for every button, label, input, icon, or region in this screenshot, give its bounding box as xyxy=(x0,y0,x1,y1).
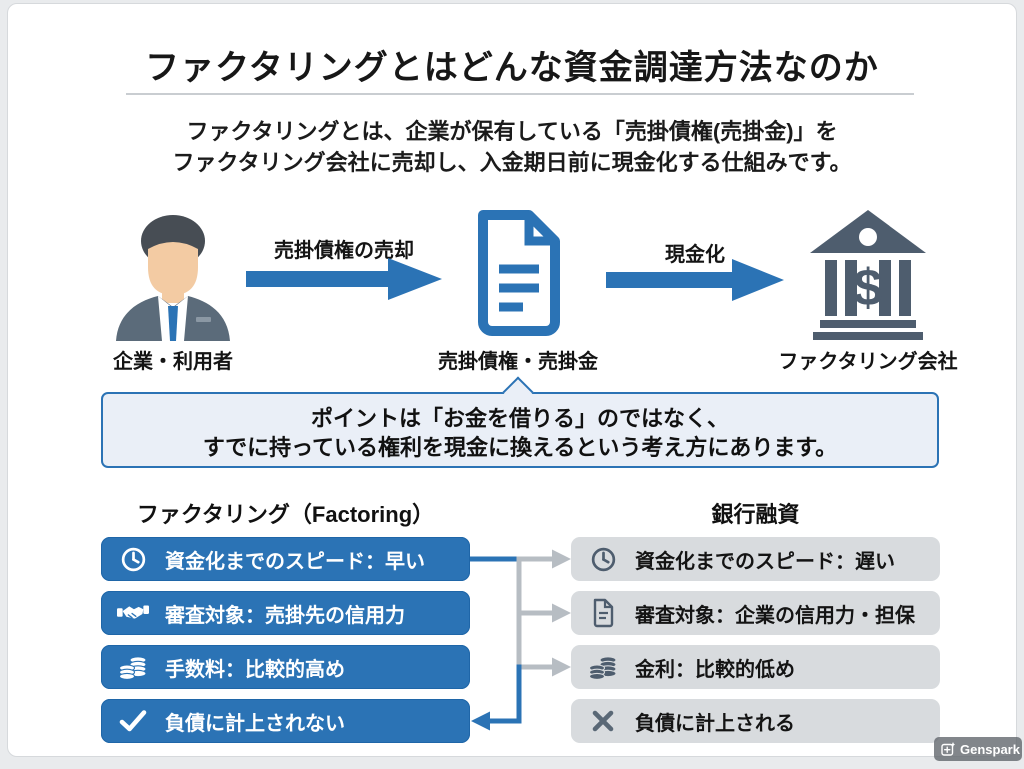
title-divider xyxy=(126,93,914,95)
svg-text:$: $ xyxy=(854,259,883,317)
actor-label: 企業・利用者 xyxy=(113,351,233,373)
callout-box: ポイントは「お金を借りる」のではなく、 すでに持っている権利を現金に換えるという… xyxy=(101,376,939,468)
bank-item-speed: 資金化までのスピード：遅い xyxy=(571,537,940,581)
factoring-item-fees: 手数料：比較的高め xyxy=(101,645,470,689)
bank-icon: $ xyxy=(808,210,928,340)
bank-item-label: 審査対象：企業の信用力・担保 xyxy=(635,604,915,627)
check-icon xyxy=(116,709,150,733)
document-label: 売掛債権・売掛金 xyxy=(438,351,598,373)
callout-line-1: ポイントは「お金を借りる」のではなく、 xyxy=(310,406,729,431)
genspark-badge[interactable]: Genspark xyxy=(934,737,1022,761)
businessman-icon xyxy=(108,201,238,341)
bank-label: ファクタリング会社 xyxy=(778,351,958,373)
bank-loan-column-header: 銀行融資 xyxy=(711,502,800,527)
factoring-column-header: ファクタリング（Factoring） xyxy=(136,502,435,527)
arrow1-label: 売掛債権の売却 xyxy=(274,240,414,262)
factoring-item-screening: 審査対象：売掛先の信用力 xyxy=(101,591,470,635)
clock-icon xyxy=(116,546,150,573)
clock-icon xyxy=(586,546,620,573)
factoring-item-label: 負債に計上されない xyxy=(165,712,345,735)
callout-line-2: すでに持っている権利を現金に換えるという考え方にあります。 xyxy=(202,435,838,460)
bank-item-label: 資金化までのスピード：遅い xyxy=(635,550,895,573)
page-subtitle: ファクタリングとは、企業が保有している「売掛債権(売掛金)」を ファクタリング会… xyxy=(8,116,1016,178)
infographic-card: ファクタリングとはどんな資金調達方法なのか ファクタリングとは、企業が保有してい… xyxy=(7,3,1022,761)
handshake-icon xyxy=(116,601,150,625)
genspark-label: Genspark xyxy=(960,741,1020,757)
subtitle-line-2: ファクタリング会社に売却し、入金期日前に現金化する仕組みです。 xyxy=(172,150,852,175)
arrow-right-icon xyxy=(246,258,442,300)
page-title: ファクタリングとはどんな資金調達方法なのか xyxy=(145,49,879,87)
genspark-icon xyxy=(941,742,955,756)
document-icon xyxy=(586,598,620,628)
arrow-right-icon xyxy=(606,259,784,301)
invoice-document-icon xyxy=(470,209,566,339)
coins-icon xyxy=(116,653,150,681)
factoring-item-liability: 負債に計上されない xyxy=(101,699,470,743)
bank-item-label: 負債に計上される xyxy=(635,712,795,735)
bank-item-screening: 審査対象：企業の信用力・担保 xyxy=(571,591,940,635)
factoring-item-speed: 資金化までのスピード：早い xyxy=(101,537,470,581)
bank-item-liability: 負債に計上される xyxy=(571,699,940,743)
subtitle-line-1: ファクタリングとは、企業が保有している「売掛債権(売掛金)」を xyxy=(186,119,838,144)
x-icon xyxy=(586,709,620,733)
factoring-item-label: 審査対象：売掛先の信用力 xyxy=(165,604,405,627)
arrow2-label: 現金化 xyxy=(665,244,725,266)
factoring-item-label: 手数料：比較的高め xyxy=(165,658,345,681)
bank-item-label: 金利：比較的低め xyxy=(635,658,795,681)
factoring-item-label: 資金化までのスピード：早い xyxy=(165,550,425,573)
bank-item-interest: 金利：比較的低め xyxy=(571,645,940,689)
coins-icon xyxy=(586,653,620,681)
